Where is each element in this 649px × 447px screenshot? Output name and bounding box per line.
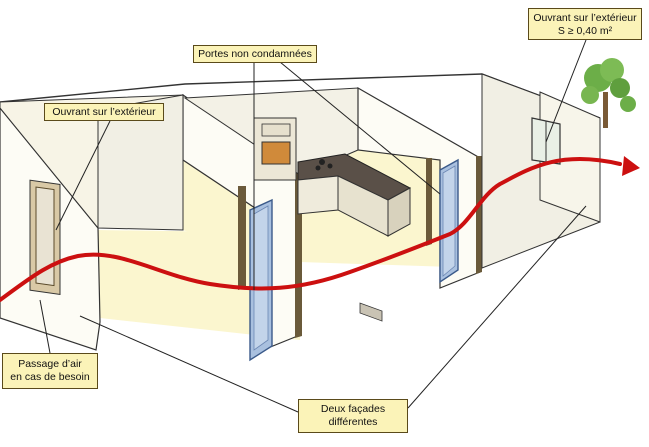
callout-text: en cas de besoin [10,371,90,383]
floor-front [96,230,300,340]
tree-foliage [610,78,630,98]
door-room1-glass [253,205,269,351]
door-frame-room3 [426,158,432,246]
kitchen-cabinets [297,175,339,215]
callout-text: Ouvrant sur l’extérieur [52,106,156,118]
callout-text: Ouvrant sur l’extérieur [533,12,637,24]
callout-ouvrant-exterieur-top: Ouvrant sur l’extérieur S ≥ 0,40 m² [528,8,642,40]
partition-2-edge [476,156,482,274]
door-frame-room1 [238,186,246,290]
hob-burner [319,159,325,165]
tree-foliage [600,58,624,82]
back-wall-room1 [97,94,184,231]
callout-text: S ≥ 0,40 m² [557,25,613,37]
leader-line [79,315,299,413]
callout-text: différentes [328,416,378,428]
door-room3-glass [442,165,456,277]
leader-line [545,39,587,143]
airflow-arrowhead [622,156,640,176]
callout-deux-facades: Deux façades différentes [298,399,408,433]
sink [359,302,383,322]
left-window-pane [35,186,55,287]
oven-door [261,141,291,165]
hob-burner [327,163,333,169]
callout-ouvrant-exterieur-left: Ouvrant sur l’extérieur [44,103,164,121]
callout-passage-air: Passage d’air en cas de besoin [2,353,98,389]
leader-line [39,299,51,354]
tree-trunk [603,92,608,128]
airflow-path [0,156,622,302]
kitchen-cabinets-side [387,187,411,237]
callout-text: Portes non condamnées [198,48,312,60]
callout-text: Deux façades [320,403,386,415]
leader-line [407,205,587,409]
tree-foliage [620,96,636,112]
callout-portes-non-condamnees: Portes non condamnées [193,45,317,63]
tree-foliage [581,86,599,104]
leader-line [55,120,111,231]
oven-top [261,123,291,137]
leader-line [279,61,441,195]
hob-burner [315,165,321,171]
callout-text: Passage d’air [18,358,82,370]
